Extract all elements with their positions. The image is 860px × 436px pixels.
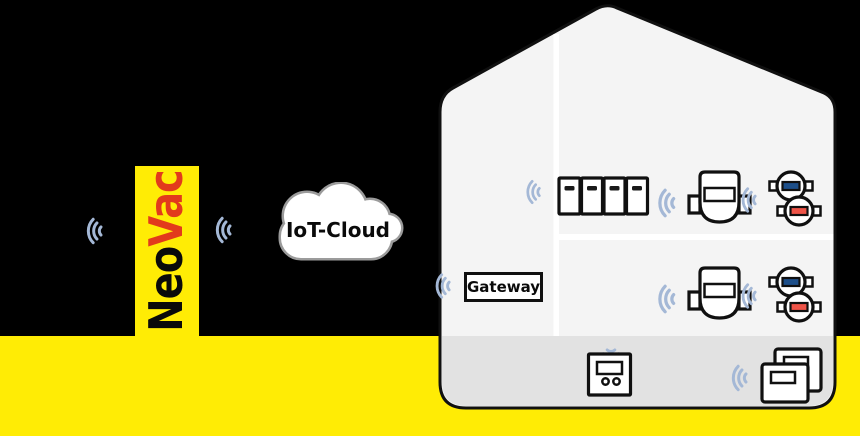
wifi-icon-building xyxy=(86,217,103,245)
heat-cost-allocator-icon-2 xyxy=(579,176,605,216)
neovac-tower xyxy=(135,166,199,338)
cloud-label: IoT-Cloud xyxy=(285,218,390,242)
iot-cloud: IoT-Cloud xyxy=(269,182,407,264)
heat-cost-allocator-icon-4 xyxy=(624,176,650,216)
heat-cost-allocator-icon-3 xyxy=(602,176,627,216)
wifi-icon-cloud-uplink xyxy=(215,216,232,244)
room-controller-icon xyxy=(586,352,633,397)
meter-stack-icon xyxy=(760,347,823,404)
gateway-label: Gateway xyxy=(466,278,541,296)
gateway-label-box: Gateway xyxy=(464,272,543,302)
wall-divider-vertical xyxy=(553,34,559,336)
floor-divider-horizontal xyxy=(559,234,834,240)
heat-cost-allocator-icon-1 xyxy=(557,176,582,216)
cloud-icon xyxy=(278,182,404,261)
